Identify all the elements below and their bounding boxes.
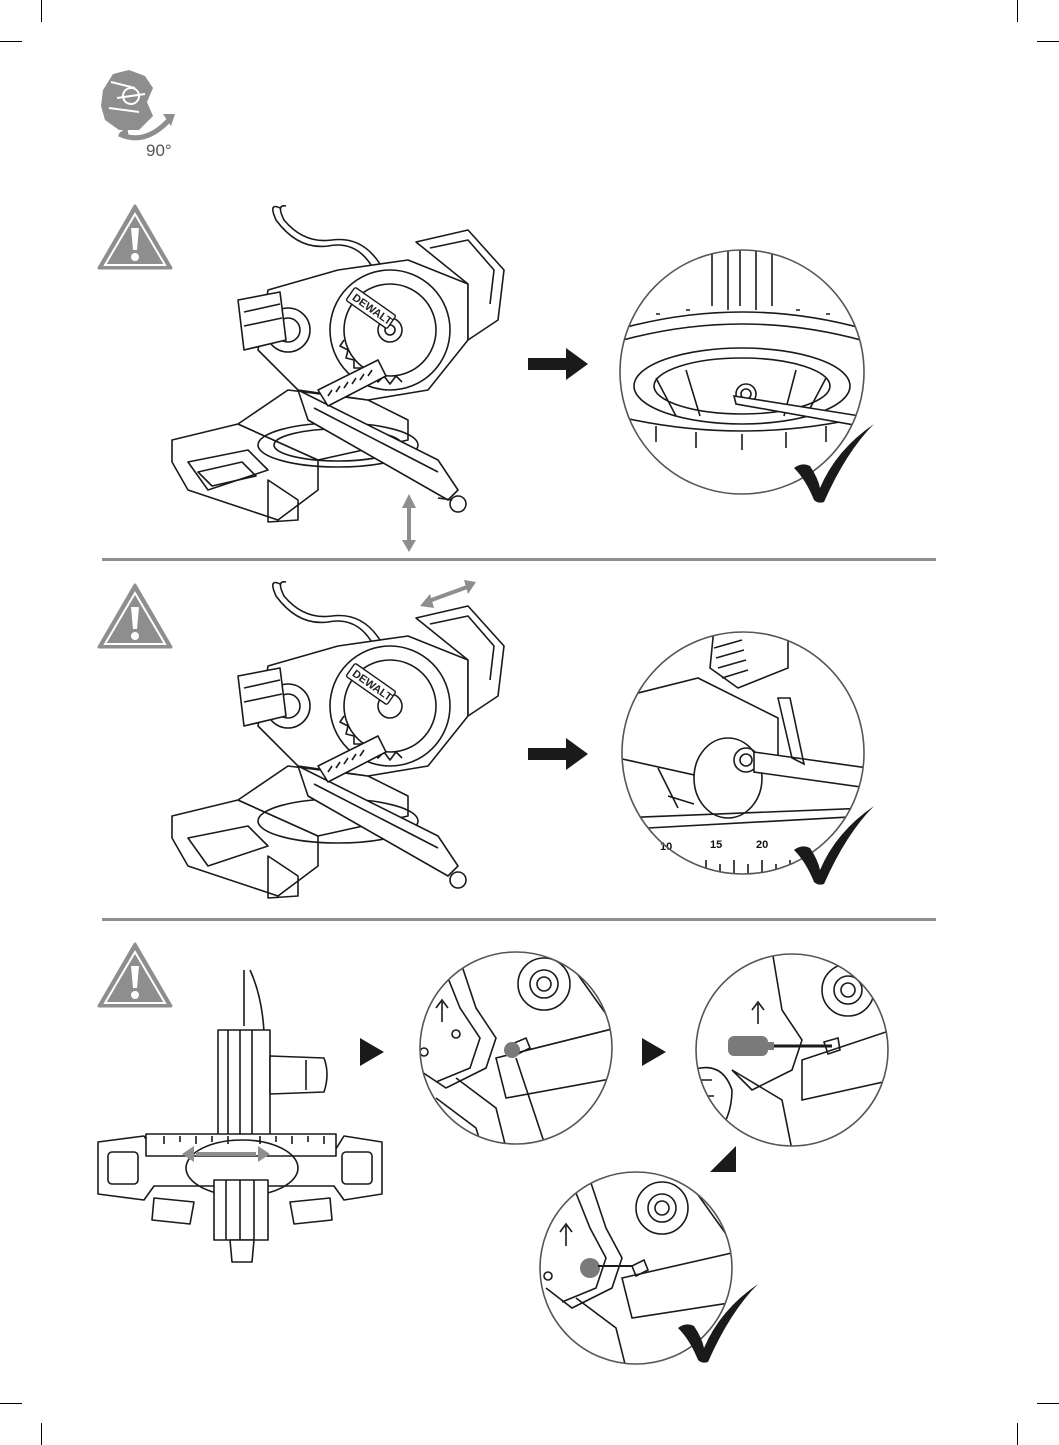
warning-triangle-icon bbox=[96, 203, 174, 271]
miter-saw-top-view bbox=[94, 966, 386, 1268]
checkmark-icon bbox=[792, 804, 876, 886]
warning-triangle-icon bbox=[96, 582, 174, 650]
section-divider bbox=[102, 558, 936, 561]
checkmark-icon bbox=[792, 422, 876, 504]
scale-label-15: 15 bbox=[710, 839, 722, 851]
crop-mark bbox=[41, 1423, 42, 1445]
scale-label-20: 20 bbox=[756, 839, 768, 851]
crop-mark bbox=[41, 0, 42, 22]
crop-mark bbox=[0, 41, 22, 42]
play-arrow-icon bbox=[642, 1038, 666, 1066]
zoom-detail-stop-screw bbox=[416, 948, 616, 1148]
checkmark-icon bbox=[676, 1282, 760, 1364]
crop-mark bbox=[1037, 41, 1059, 42]
miter-saw-illustration: DEWALT bbox=[168, 576, 508, 916]
play-arrow-icon bbox=[360, 1038, 384, 1066]
crop-mark bbox=[1017, 0, 1018, 22]
miter-saw-rotation-icon bbox=[95, 68, 195, 150]
miter-saw-illustration: DEWALT bbox=[168, 200, 508, 550]
crop-mark bbox=[1017, 1423, 1018, 1445]
right-arrow-icon bbox=[528, 348, 590, 380]
angle-label: 90° bbox=[146, 141, 172, 161]
crop-mark bbox=[1037, 1403, 1059, 1404]
section-divider bbox=[102, 918, 936, 921]
right-arrow-icon bbox=[528, 738, 590, 770]
crop-mark bbox=[0, 1403, 22, 1404]
zoom-detail-screwdriver-adjust bbox=[692, 950, 892, 1150]
